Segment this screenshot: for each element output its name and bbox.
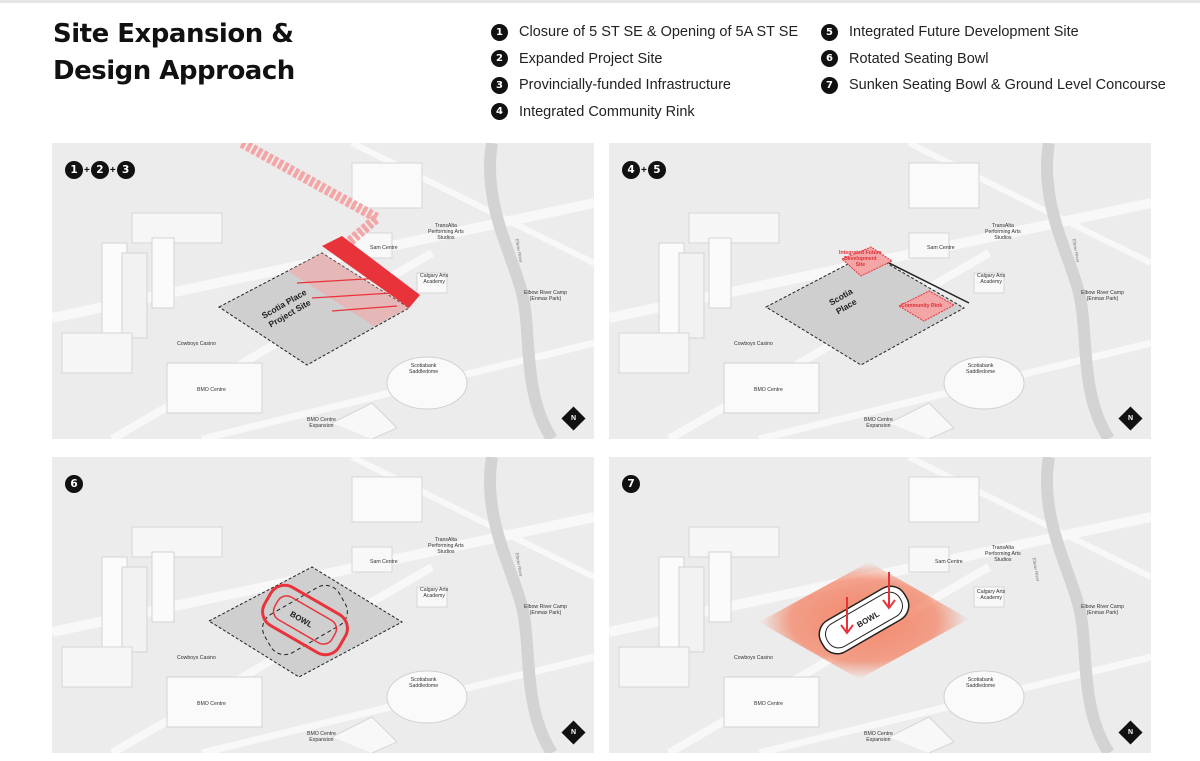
place-label: BMO Centre Expansion [307, 417, 336, 429]
legend-item-7: 7 Sunken Seating Bowl & Ground Level Conc… [821, 72, 1166, 99]
number-badge: 3 [116, 161, 135, 179]
place-label: BMO Centre Expansion [307, 731, 336, 743]
number-badge: 6 [65, 475, 83, 493]
number-badge: 4 [491, 103, 508, 121]
place-label: BMO Centre [754, 701, 783, 707]
number-badge: 2 [491, 50, 508, 68]
step-badges: 1+ 2+ 3 [65, 161, 135, 179]
place-label: Elbow River Camp (Enmax Park) [524, 604, 567, 616]
diagram-panel-1: 1+ 2+ 3 Scotia Place Project Site Sam Ce… [52, 143, 594, 439]
community-rink-label: Community Rink [901, 303, 943, 309]
place-label: Calgary Arts Academy [977, 589, 1006, 601]
place-label: BMO Centre Expansion [864, 417, 893, 429]
number-badge: 7 [622, 475, 640, 493]
place-label: BMO Centre [197, 701, 226, 707]
aerial-map-3 [52, 457, 594, 753]
diagram-panel-2: 4+ 5 Scotia Place Integrated Future Deve… [609, 143, 1151, 439]
place-label: TransAlta Performing Arts Studios [985, 545, 1021, 563]
place-label: TransAlta Performing Arts Studios [428, 537, 464, 555]
step-badges: 7 [622, 475, 640, 493]
legend-column-1: 1 Closure of 5 ST SE & Opening of 5A ST S… [491, 19, 798, 125]
place-label: Cowboys Casino [177, 341, 216, 347]
number-badge: 5 [821, 23, 838, 41]
place-label: Elbow River Camp (Enmax Park) [524, 290, 567, 302]
legend-text: Integrated Community Rink [519, 103, 695, 120]
number-badge: 7 [821, 76, 838, 94]
diagram-panel-3: 6 BOWL Sam Centre TransAlta Performing A… [52, 457, 594, 753]
aerial-map-2 [609, 143, 1151, 439]
legend-item-5: 5 Integrated Future Development Site [821, 19, 1166, 46]
place-label: Calgary Arts Academy [420, 587, 449, 599]
legend-item-4: 4 Integrated Community Rink [491, 99, 798, 126]
number-badge: 6 [821, 50, 838, 68]
number-badge: 1 [65, 161, 83, 179]
step-badges: 6 [65, 475, 83, 493]
number-badge: 5 [647, 161, 666, 179]
legend-item-1: 1 Closure of 5 ST SE & Opening of 5A ST S… [491, 19, 798, 46]
number-badge: 3 [491, 76, 508, 94]
place-label: Calgary Arts Academy [977, 273, 1006, 285]
integrated-site-label: Integrated Future Development Site [839, 250, 882, 268]
place-label: Scotiabank Saddledome [966, 363, 996, 375]
place-label: BMO Centre Expansion [864, 731, 893, 743]
place-label: TransAlta Performing Arts Studios [428, 223, 464, 241]
aerial-map-4 [609, 457, 1151, 753]
place-label: BMO Centre [754, 387, 783, 393]
number-badge: 2 [90, 161, 109, 179]
legend-text: Closure of 5 ST SE & Opening of 5A ST SE [519, 24, 799, 41]
place-label: Cowboys Casino [734, 655, 773, 661]
place-label: Scotiabank Saddledome [409, 677, 439, 689]
title-line-1: Site Expansion & [53, 19, 294, 49]
page-title: Site Expansion & Design Approach [53, 16, 353, 90]
place-label: BMO Centre [197, 387, 226, 393]
place-label: Sam Centre [927, 245, 955, 251]
place-label: Sam Centre [370, 559, 398, 565]
legend-text: Sunken Seating Bowl & Ground Level Conco… [849, 77, 1166, 94]
place-label: Sam Centre [370, 245, 398, 251]
place-label: Sam Centre [935, 559, 963, 565]
number-badge: 4 [622, 161, 640, 179]
place-label: Scotiabank Saddledome [966, 677, 996, 689]
place-label: TransAlta Performing Arts Studios [985, 223, 1021, 241]
place-label: Elbow River Camp (Enmax Park) [1081, 290, 1124, 302]
place-label: Scotiabank Saddledome [409, 363, 439, 375]
legend-column-2: 5 Integrated Future Development Site 6 Rot… [821, 19, 1166, 99]
diagram-panel-4: 7 BOWL Sam Centre TransAlta Performing A… [609, 457, 1151, 753]
place-label: Cowboys Casino [177, 655, 216, 661]
aerial-map-1 [52, 143, 594, 439]
legend-item-3: 3 Provincially-funded Infrastructure [491, 72, 798, 99]
legend-text: Rotated Seating Bowl [849, 50, 989, 67]
legend-item-6: 6 Rotated Seating Bowl [821, 46, 1166, 73]
legend-text: Expanded Project Site [519, 50, 663, 67]
place-label: Elbow River Camp (Enmax Park) [1081, 604, 1124, 616]
north-arrow-icon: N [561, 720, 586, 745]
legend-text: Provincially-funded Infrastructure [519, 77, 731, 94]
number-badge: 1 [491, 23, 508, 41]
north-arrow-icon: N [1118, 406, 1143, 431]
step-badges: 4+ 5 [622, 161, 666, 179]
north-arrow-icon: N [1118, 720, 1143, 745]
place-label: Cowboys Casino [734, 341, 773, 347]
title-line-2: Design Approach [53, 56, 295, 86]
top-rule [0, 0, 1200, 3]
north-arrow-icon: N [561, 406, 586, 431]
legend-text: Integrated Future Development Site [849, 24, 1079, 41]
legend-item-2: 2 Expanded Project Site [491, 46, 798, 73]
place-label: Calgary Arts Academy [420, 273, 449, 285]
